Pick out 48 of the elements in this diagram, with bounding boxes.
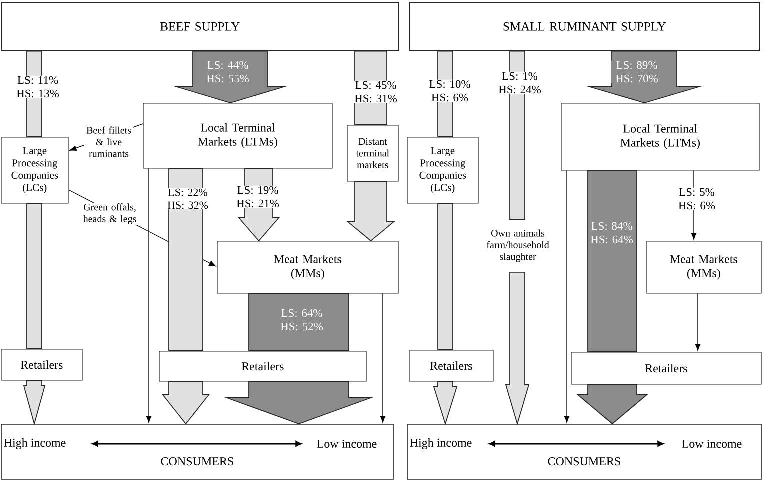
edge-label: LS: 1% HS: 24%: [494, 72, 546, 94]
supply-header-box: BEEF SUPPLY: [1, 2, 400, 52]
edge-label: Beef fillets & live ruminants: [84, 126, 134, 158]
flow-band: [438, 203, 454, 350]
edge-label: LS: 11% HS: 13%: [12, 76, 64, 98]
edge-label: LS: 84% HS: 64%: [588, 222, 636, 244]
block-arrow: [576, 384, 648, 425]
retailer-box: Retailers: [1, 349, 83, 381]
income-label: Low income: [682, 440, 742, 448]
flow-band: [588, 170, 638, 352]
block-arrow: [346, 181, 396, 242]
arrow: [146, 168, 152, 423]
block-arrow: [433, 381, 458, 426]
arrow: [380, 293, 386, 423]
arrow: [695, 293, 701, 351]
edge-label: Green offals, heads & legs: [80, 203, 140, 225]
market-box: Meat Markets (MMs): [646, 241, 762, 294]
retailer-box: Retailers: [409, 350, 494, 382]
edge-label: LS: 64% HS: 52%: [276, 308, 328, 332]
block-arrow: [224, 381, 374, 424]
flow-band: [168, 168, 204, 352]
process-box: Large Processing Companies (LCs): [407, 137, 479, 204]
market-box: Distant terminal markets: [347, 125, 399, 182]
market-box: Local Terminal Markets (LTMs): [561, 103, 760, 171]
block-arrow: [23, 380, 46, 426]
market-box: Meat Markets (MMs): [217, 241, 399, 294]
income-label: High income: [4, 438, 66, 450]
edge-label: LS: 10% HS: 6%: [424, 80, 476, 102]
flow-label: Own animals farm/household slaughter: [486, 230, 550, 262]
income-label: Low income: [317, 440, 377, 448]
block-arrow: [162, 381, 210, 425]
supply-header-box: SMALL RUMINANT SUPPLY: [409, 2, 760, 52]
edge-label: LS: 45% HS: 31%: [350, 80, 402, 104]
edge-label: LS: 44% HS: 55%: [202, 60, 254, 84]
edge-label: LS: 89% HS: 70%: [612, 60, 662, 84]
edge-label: LS: 19% HS: 21%: [232, 186, 284, 208]
double-arrow: [489, 441, 664, 447]
arrow: [564, 170, 570, 423]
retailer-box: Retailers: [571, 352, 762, 385]
market-box: Local Terminal Markets (LTMs): [143, 103, 333, 169]
edge-label: LS: 5% HS: 6%: [672, 188, 722, 210]
flow-band: [26, 203, 42, 350]
retailer-box: Retailers: [159, 351, 367, 382]
income-label: High income: [410, 438, 472, 450]
process-box: Large Processing Companies (LCs): [1, 137, 69, 204]
block-arrow: [505, 272, 530, 426]
edge-label: LS: 22% HS: 32%: [166, 188, 210, 210]
double-arrow: [92, 441, 302, 447]
